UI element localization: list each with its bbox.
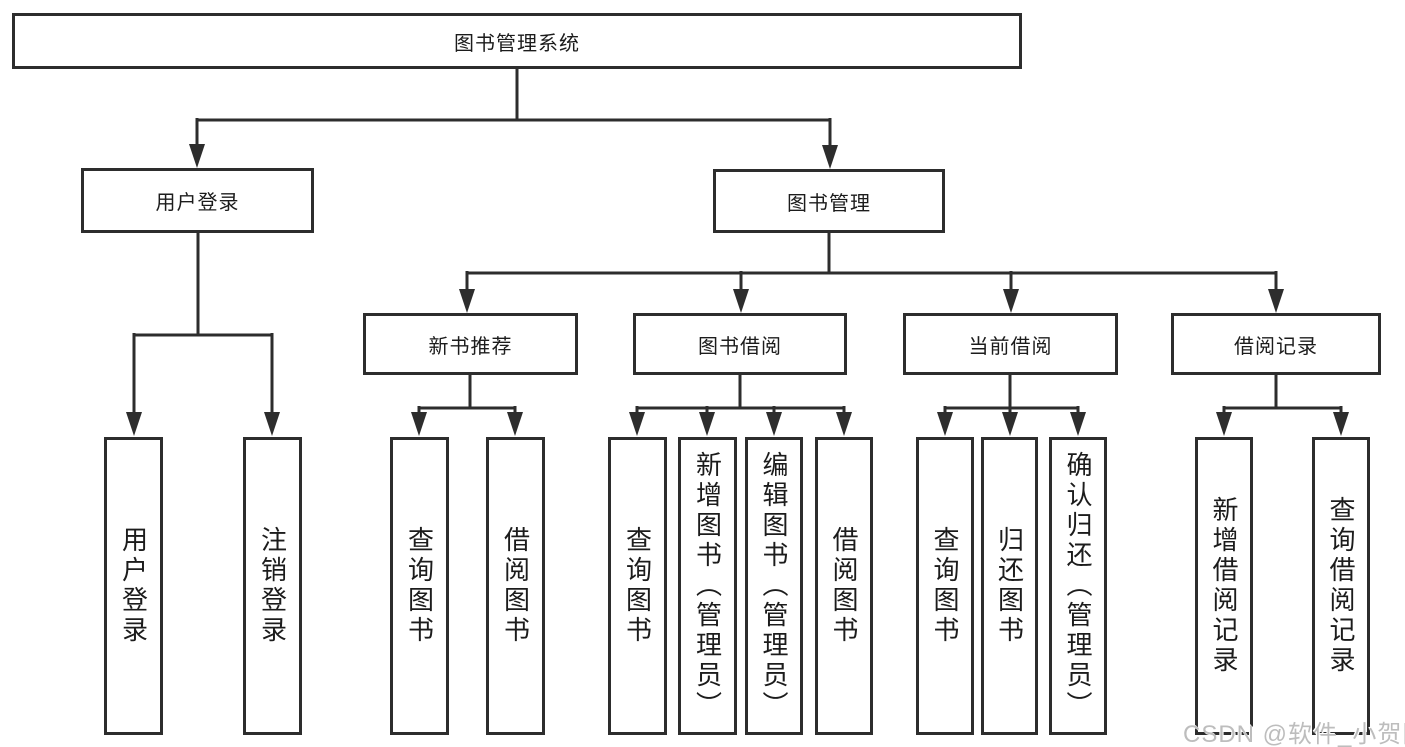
node-book-management: 图书管理 xyxy=(713,169,945,233)
node-book-borrow-label: 图书借阅 xyxy=(698,335,782,358)
leaf-user-login-label: 用户登录 xyxy=(118,526,149,646)
node-book-management-label: 图书管理 xyxy=(787,192,871,215)
node-book-borrow: 图书借阅 xyxy=(633,313,847,375)
node-root-label: 图书管理系统 xyxy=(454,32,580,55)
leaf-query-books-recommend-label: 查询图书 xyxy=(404,526,435,646)
node-borrow-records: 借阅记录 xyxy=(1171,313,1381,375)
leaf-add-borrow-record-label: 新增借阅记录 xyxy=(1209,496,1239,676)
node-user-login: 用户登录 xyxy=(81,168,314,233)
node-root: 图书管理系统 xyxy=(12,13,1022,69)
leaf-confirm-return-admin-label: 确认归还（管理员） xyxy=(1063,451,1093,721)
csdn-watermark: CSDN @软件_小贺同学 xyxy=(1183,721,1405,747)
leaf-query-books-current-label: 查询图书 xyxy=(930,526,960,646)
leaf-return-books-label: 归还图书 xyxy=(994,526,1025,646)
leaf-add-borrow-record: 新增借阅记录 xyxy=(1195,437,1253,735)
leaf-add-books-admin-label: 新增图书（管理员） xyxy=(692,451,723,721)
leaf-borrow-books-recommend-label: 借阅图书 xyxy=(500,526,531,646)
leaf-logout-label: 注销登录 xyxy=(257,526,288,646)
leaf-return-books: 归还图书 xyxy=(981,437,1038,735)
leaf-user-login: 用户登录 xyxy=(104,437,163,735)
leaf-borrow-books-label: 借阅图书 xyxy=(829,526,859,646)
node-user-login-label: 用户登录 xyxy=(155,192,240,214)
leaf-logout: 注销登录 xyxy=(243,437,302,735)
leaf-edit-books-admin-label: 编辑图书（管理员） xyxy=(759,451,789,721)
node-borrow-records-label: 借阅记录 xyxy=(1234,335,1318,358)
node-new-book-recommend: 新书推荐 xyxy=(363,313,578,375)
node-current-borrow: 当前借阅 xyxy=(903,313,1118,375)
leaf-confirm-return-admin: 确认归还（管理员） xyxy=(1049,437,1107,735)
leaf-query-borrow-record: 查询借阅记录 xyxy=(1312,437,1370,735)
leaf-query-books-borrow-label: 查询图书 xyxy=(622,526,653,646)
leaf-add-books-admin: 新增图书（管理员） xyxy=(678,437,737,735)
leaf-edit-books-admin: 编辑图书（管理员） xyxy=(745,437,803,735)
leaf-query-books-borrow: 查询图书 xyxy=(608,437,667,735)
node-current-borrow-label: 当前借阅 xyxy=(968,335,1053,358)
leaf-borrow-books-recommend: 借阅图书 xyxy=(486,437,545,735)
leaf-query-books-current: 查询图书 xyxy=(916,437,974,735)
node-new-book-recommend-label: 新书推荐 xyxy=(428,335,513,358)
leaf-query-books-recommend: 查询图书 xyxy=(390,437,449,735)
leaf-query-borrow-record-label: 查询借阅记录 xyxy=(1326,496,1356,676)
leaf-borrow-books: 借阅图书 xyxy=(815,437,873,735)
